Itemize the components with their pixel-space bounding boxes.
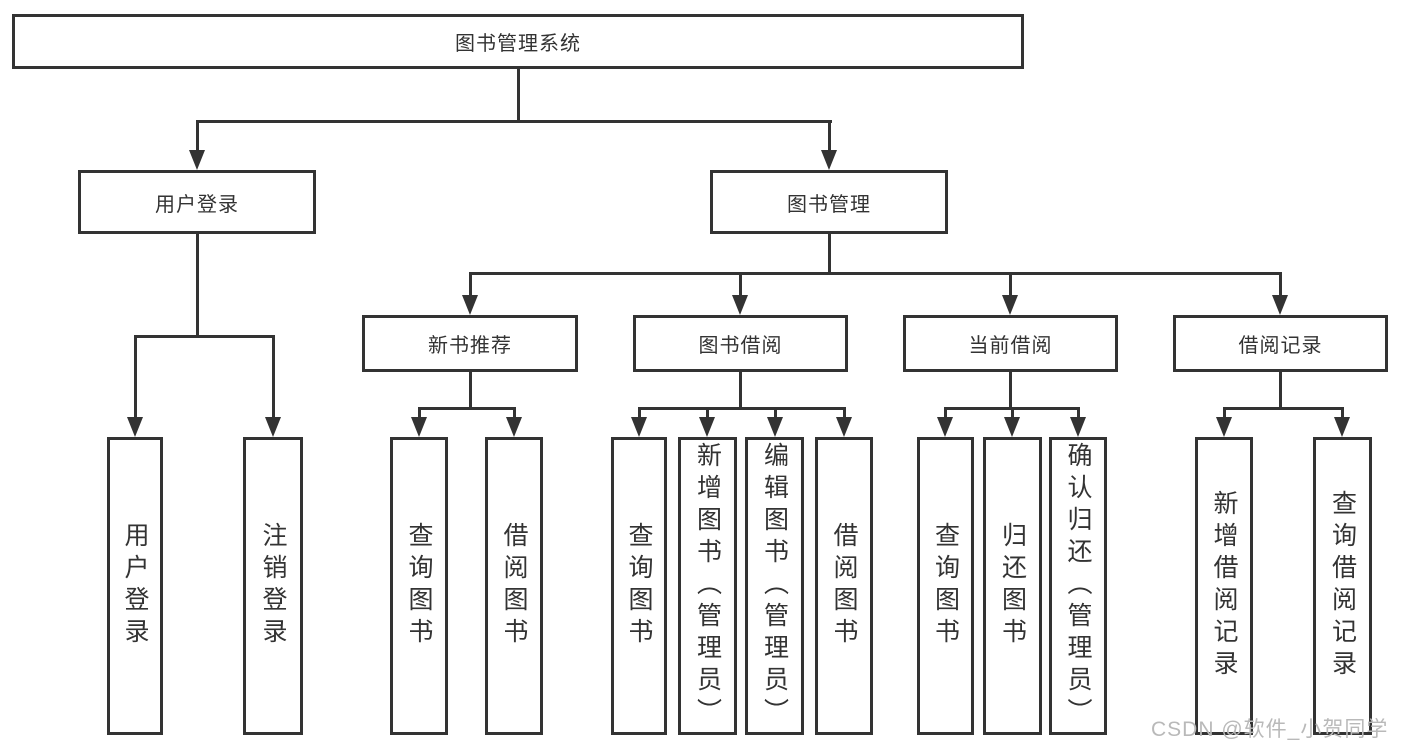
leaf-add-borrow-record: 新增借阅记录 (1195, 437, 1253, 735)
connector-line (469, 272, 1282, 275)
arrow-down-icon (836, 417, 852, 437)
connector-line (706, 407, 709, 420)
leaf-label: 查询图书 (405, 522, 433, 650)
arrow-down-icon (767, 417, 783, 437)
connector-line (517, 69, 520, 120)
leaf-label: 查询图书 (931, 522, 960, 650)
arrow-down-icon (411, 417, 427, 437)
arrow-down-icon (462, 295, 478, 315)
connector-line (739, 372, 742, 407)
arrow-down-icon (821, 150, 837, 170)
leaf-label: 归还图书 (998, 522, 1027, 650)
connector-line (418, 407, 421, 420)
leaf-return-books: 归还图书 (983, 437, 1042, 735)
connector-line (418, 407, 516, 410)
leaf-label: 查询借阅记录 (1328, 490, 1357, 682)
leaf-label: 用户登录 (121, 522, 149, 650)
arrow-down-icon (937, 417, 953, 437)
connector-line (1011, 407, 1014, 420)
connector-line (843, 407, 846, 420)
arrow-down-icon (506, 417, 522, 437)
connector-line (196, 234, 199, 335)
arrow-down-icon (189, 150, 205, 170)
leaf-label: 查询图书 (625, 522, 653, 650)
arrow-down-icon (1070, 417, 1086, 437)
connector-line (828, 120, 831, 153)
node-label: 图书借阅 (698, 335, 783, 357)
node-book-management: 图书管理 (710, 170, 948, 234)
connector-line (1009, 372, 1012, 407)
node-current-borrowing: 当前借阅 (903, 315, 1118, 372)
node-borrowing-records: 借阅记录 (1173, 315, 1388, 372)
connector-line (1223, 407, 1226, 420)
arrow-down-icon (1002, 295, 1018, 315)
connector-line (469, 372, 472, 407)
leaf-label: 确认归还（管理员） (1064, 442, 1092, 730)
arrow-down-icon (732, 295, 748, 315)
node-label: 新书推荐 (428, 335, 512, 357)
connector-line (1009, 272, 1012, 297)
connector-line (638, 407, 846, 410)
node-label: 图书管理系统 (455, 33, 581, 55)
node-library-management-system: 图书管理系统 (12, 14, 1024, 69)
leaf-user-login: 用户登录 (107, 437, 163, 735)
leaf-borrow-books-recommend: 借阅图书 (485, 437, 543, 735)
connector-line (944, 407, 947, 420)
node-label: 当前借阅 (968, 335, 1053, 357)
leaf-label: 借阅图书 (830, 522, 858, 650)
arrow-down-icon (1334, 417, 1350, 437)
node-label: 借阅记录 (1238, 335, 1323, 357)
leaf-label: 注销登录 (259, 522, 287, 650)
connector-line (196, 120, 199, 153)
connector-line (196, 120, 832, 123)
leaf-query-borrow-records: 查询借阅记录 (1313, 437, 1372, 735)
leaf-edit-books-admin: 编辑图书（管理员） (745, 437, 804, 735)
leaf-query-books-current: 查询图书 (917, 437, 974, 735)
node-new-book-recommendation: 新书推荐 (362, 315, 578, 372)
connector-line (469, 272, 472, 297)
node-label: 用户登录 (155, 193, 239, 216)
csdn-watermark: CSDN @软件_小贺同学 (1151, 718, 1389, 741)
connector-line (828, 234, 831, 272)
arrow-down-icon (265, 417, 281, 437)
connector-line (1341, 407, 1344, 420)
node-book-borrowing: 图书借阅 (633, 315, 848, 372)
connector-line (638, 407, 641, 420)
connector-line (739, 272, 742, 297)
connector-line (272, 335, 275, 419)
leaf-label: 新增借阅记录 (1210, 490, 1238, 682)
leaf-query-books-recommend: 查询图书 (390, 437, 448, 735)
connector-line (1279, 272, 1282, 297)
connector-line (513, 407, 516, 420)
leaf-query-books-borrowing: 查询图书 (611, 437, 667, 735)
connector-line (1077, 407, 1080, 420)
node-label: 图书管理 (787, 193, 871, 216)
connector-line (134, 335, 275, 338)
arrow-down-icon (1216, 417, 1232, 437)
arrow-down-icon (631, 417, 647, 437)
arrow-down-icon (1004, 417, 1020, 437)
arrow-down-icon (1272, 295, 1288, 315)
leaf-label: 新增图书（管理员） (693, 442, 722, 730)
connector-line (134, 335, 137, 419)
leaf-label: 编辑图书（管理员） (760, 442, 789, 730)
connector-line (1279, 372, 1282, 407)
leaf-label: 借阅图书 (500, 522, 528, 650)
arrow-down-icon (699, 417, 715, 437)
arrow-down-icon (127, 417, 143, 437)
leaf-add-books-admin: 新增图书（管理员） (678, 437, 737, 735)
node-user-login: 用户登录 (78, 170, 316, 234)
connector-line (1223, 407, 1344, 410)
leaf-confirm-return-admin: 确认归还（管理员） (1049, 437, 1107, 735)
leaf-logout: 注销登录 (243, 437, 303, 735)
leaf-borrow-books: 借阅图书 (815, 437, 873, 735)
connector-line (774, 407, 777, 420)
